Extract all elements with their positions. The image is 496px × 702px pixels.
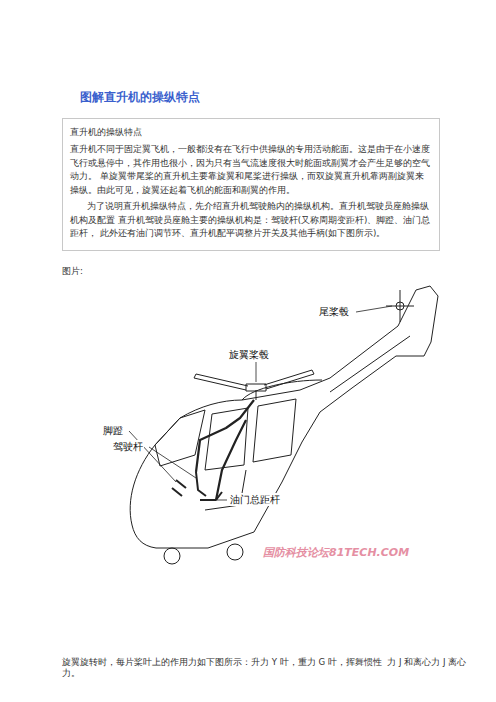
cyclic-stick xyxy=(196,472,206,496)
collective-lever xyxy=(200,492,222,500)
leader-line xyxy=(129,431,176,482)
pedals xyxy=(172,480,186,496)
box-paragraph: 直升机不同于固定翼飞机，一般都没有在飞行中供操纵的专用活动舵面。这是由于在小速度… xyxy=(70,143,432,198)
part-label: 脚蹬 xyxy=(102,424,124,437)
part-label: 驾驶杆 xyxy=(112,440,144,453)
text-box: 直升机的操纵特点直升机不同于固定翼飞机，一般都没有在飞行中供操纵的专用活动舵面。… xyxy=(62,118,440,251)
leader-line xyxy=(356,306,392,312)
body-text: 旋翼旋转时，每片桨叶上的作用力如下图所示：升力 Y 叶，重力 G 叶，挥舞惯性 … xyxy=(62,657,482,679)
caption-text: 图片: xyxy=(62,266,83,277)
part-label: 旋翼桨毂 xyxy=(228,348,270,361)
control-linkage xyxy=(216,420,246,500)
box-paragraph: 为了说明直升机操纵特点，先介绍直升机驾驶舱内的操纵机构。直升机驾驶员座舱操纵机构… xyxy=(70,200,432,241)
fuselage-outline xyxy=(130,286,438,548)
leader-line xyxy=(217,500,227,501)
part-label: 尾桨毂 xyxy=(318,305,350,318)
box-heading: 直升机的操纵特点 xyxy=(70,126,432,140)
tail-boom-line xyxy=(330,336,410,392)
main-rotor-hub xyxy=(246,384,266,391)
page-title: 图解直升机的操纵特点 xyxy=(80,90,200,105)
leader-line xyxy=(256,362,257,382)
main-rotor-blade xyxy=(194,374,248,390)
part-label: 油门总距杆 xyxy=(229,493,281,506)
engine-cowl xyxy=(242,380,322,400)
wheel xyxy=(164,548,180,564)
watermark: 国防科技论坛81TECH.COM xyxy=(262,546,410,560)
door-window xyxy=(253,399,296,462)
leader-line xyxy=(149,447,196,478)
main-rotor-blade xyxy=(264,370,314,389)
wheel xyxy=(227,544,243,560)
